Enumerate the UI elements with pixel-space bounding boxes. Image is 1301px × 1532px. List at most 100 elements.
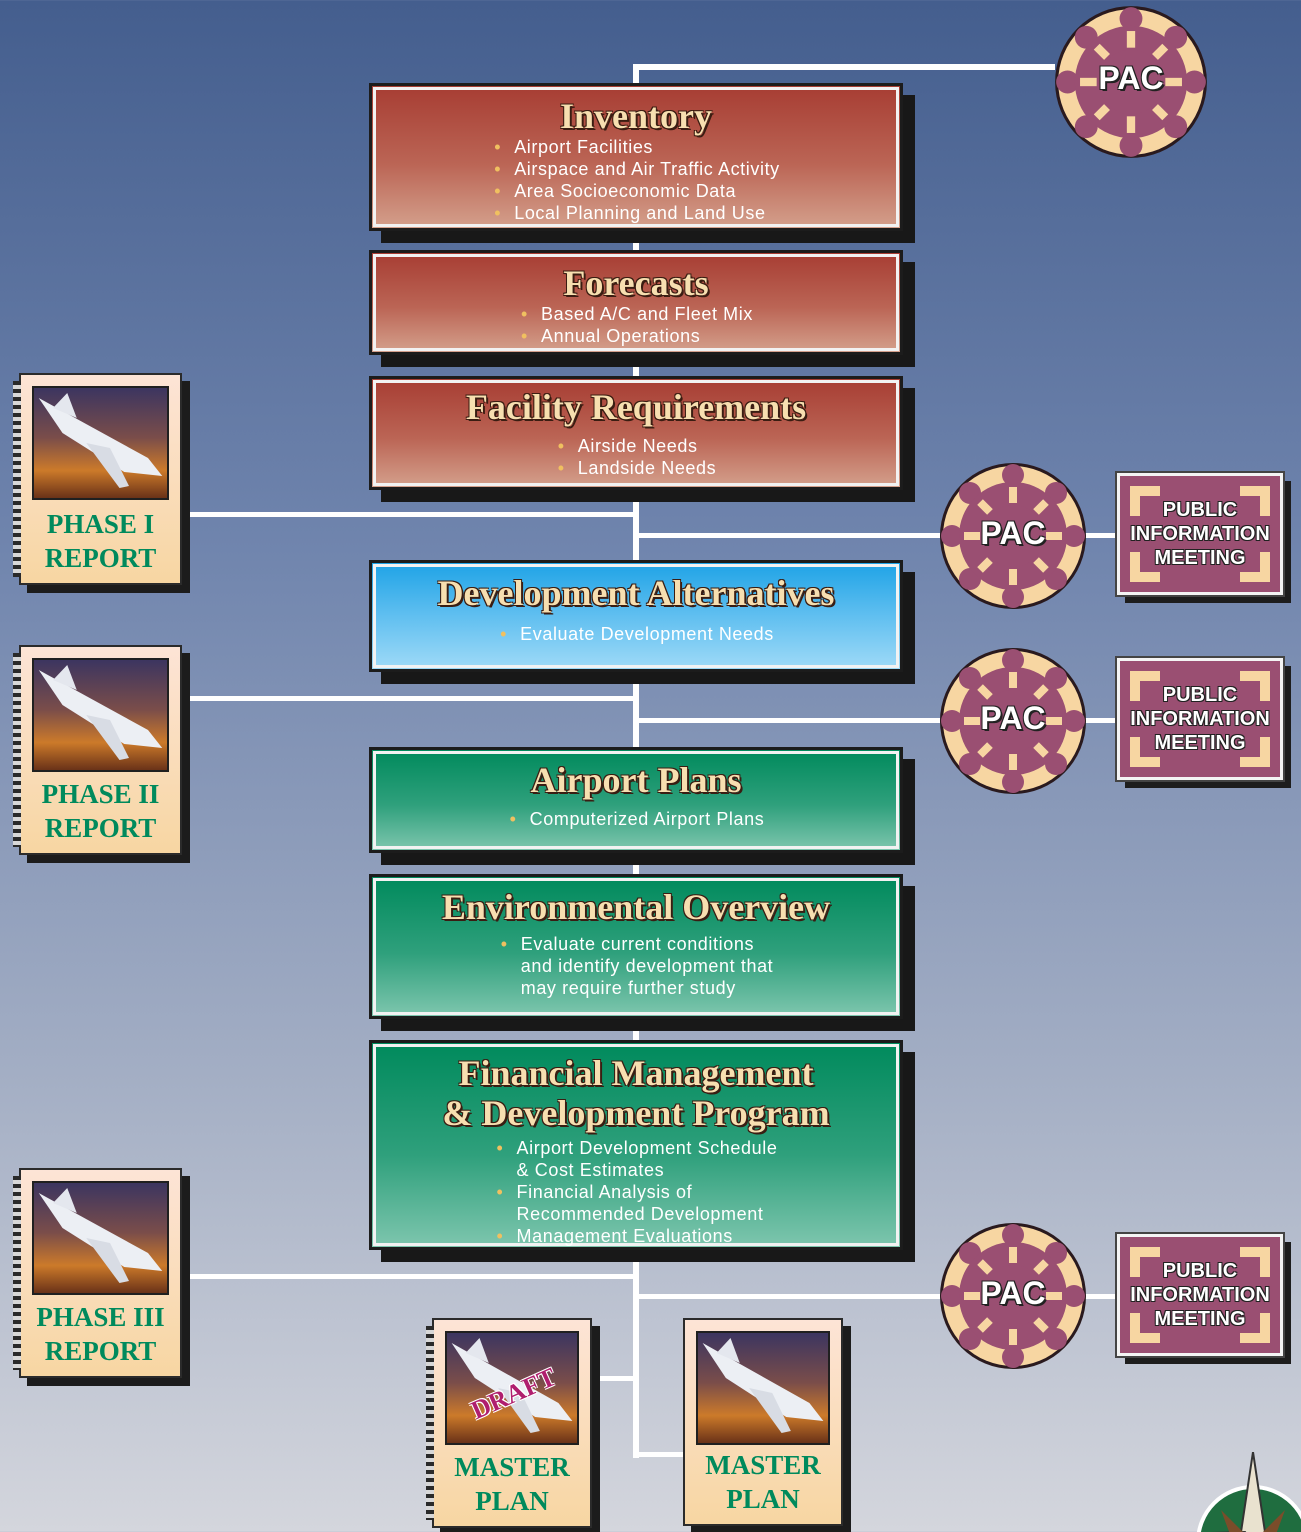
report-label-line1: MASTER: [705, 1450, 821, 1480]
report-label-line1: MASTER: [454, 1452, 570, 1482]
step-title: Forecasts: [563, 263, 709, 303]
report-label-line2: PLAN: [726, 1484, 800, 1514]
binder-spine: [13, 1176, 21, 1370]
bullet-list: Based A/C and Fleet Mix Annual Operation…: [519, 303, 753, 347]
meeting-label: PUBLIC INFORMATION MEETING: [1120, 498, 1280, 570]
pac-badge-phase2: PAC: [938, 646, 1088, 796]
list-item: Airport Development Schedule: [495, 1137, 778, 1159]
list-item: and identify development that: [520, 956, 774, 976]
pac-label: PAC: [980, 1275, 1046, 1311]
jet-icon: [38, 1188, 163, 1283]
report-label-line2: REPORT: [44, 1336, 157, 1366]
step-airport-plans: Airport Plans Computerized Airport Plans: [369, 747, 903, 853]
meeting-label-line1: PUBLIC: [1162, 684, 1238, 706]
bullet-list: Computerized Airport Plans: [508, 808, 765, 830]
report-label: MASTER PLAN: [434, 1450, 590, 1518]
draft-master-plan: DRAFT MASTER PLAN: [426, 1318, 592, 1528]
report-label-line2: REPORT: [44, 813, 157, 843]
phase1-report: PHASE I REPORT: [13, 373, 182, 585]
connector-pac2: [636, 533, 940, 538]
public-meeting-badge-3: PUBLIC INFORMATION MEETING: [1115, 1232, 1285, 1358]
connector-top-pac: [633, 64, 1055, 70]
step-title: Facility Requirements: [465, 387, 807, 427]
list-item: Area Socioeconomic Data: [492, 180, 780, 202]
connector-pac4: [636, 1294, 940, 1299]
pac-badge-phase3: PAC: [938, 1221, 1088, 1371]
meeting-label-line3: MEETING: [1154, 547, 1246, 569]
binder-spine: [13, 653, 21, 847]
report-label-line1: PHASE II: [41, 779, 160, 809]
list-item: Recommended Development: [516, 1204, 764, 1224]
connector-phase3: [188, 1274, 636, 1279]
step-title: Development Alternatives: [437, 573, 835, 613]
meeting-frame-icon: [1130, 1247, 1270, 1343]
compass-icon: [1196, 1452, 1301, 1532]
meeting-frame-icon: [1130, 486, 1270, 582]
report-label: PHASE I REPORT: [21, 507, 180, 575]
step-title: Financial Management: [458, 1053, 814, 1093]
list-item: Local Planning and Land Use: [492, 202, 780, 224]
list-item: Financial Analysis of: [495, 1181, 778, 1203]
step-facility-requirements: Facility Requirements Airside Needs Land…: [369, 376, 903, 490]
list-item: & Cost Estimates: [516, 1160, 665, 1180]
step-environmental-overview: Environmental Overview Evaluate current …: [369, 874, 903, 1019]
step-title: Inventory: [560, 96, 712, 136]
meeting-label-line2: INFORMATION: [1130, 523, 1270, 545]
pac-label: PAC: [980, 700, 1046, 736]
list-item: Computerized Airport Plans: [508, 808, 765, 830]
connector-pac2-pim: [1085, 533, 1120, 538]
list-item: Based A/C and Fleet Mix: [519, 303, 753, 325]
jet-icon: [702, 1338, 824, 1433]
step-title: Airport Plans: [530, 760, 742, 800]
pac-badge-phase1: PAC: [938, 461, 1088, 611]
report-label: MASTER PLAN: [685, 1448, 841, 1516]
report-label-line2: PLAN: [475, 1486, 549, 1516]
meeting-frame-icon: [1130, 671, 1270, 767]
meeting-label-line2: INFORMATION: [1130, 1284, 1270, 1306]
meeting-label: PUBLIC INFORMATION MEETING: [1120, 683, 1280, 755]
list-item: Airport Facilities: [492, 136, 780, 158]
step-title-line2: & Development Program: [442, 1093, 830, 1133]
connector-phase1: [188, 512, 636, 517]
list-item: Evaluate Development Needs: [498, 623, 774, 645]
pac-label: PAC: [980, 515, 1046, 551]
meeting-label-line3: MEETING: [1154, 1308, 1246, 1330]
list-item: Airspace and Air Traffic Activity: [492, 158, 780, 180]
list-item: Evaluate current conditions: [499, 933, 774, 955]
jet-photo: [32, 386, 169, 500]
binder-spine: [13, 381, 21, 577]
meeting-label: PUBLIC INFORMATION MEETING: [1120, 1259, 1280, 1331]
compass-logo: [1175, 1452, 1301, 1532]
step-forecasts: Forecasts Based A/C and Fleet Mix Annual…: [369, 250, 903, 355]
public-meeting-badge-2: PUBLIC INFORMATION MEETING: [1115, 656, 1285, 782]
list-item: Management Evaluations: [495, 1225, 778, 1247]
connector-phase2: [188, 696, 636, 701]
report-label: PHASE II REPORT: [21, 777, 180, 845]
bullet-list: Evaluate Development Needs: [498, 623, 774, 645]
pac-icon: [940, 648, 1086, 794]
step-development-alternatives: Development Alternatives Evaluate Develo…: [369, 560, 903, 672]
final-master-plan: MASTER PLAN: [683, 1318, 843, 1526]
bullet-list: Airside Needs Landside Needs: [556, 435, 717, 479]
step-financial-management: Financial Management & Development Progr…: [369, 1040, 903, 1250]
connector-draft-master: [594, 1376, 636, 1381]
pac-icon: [1055, 6, 1207, 158]
meeting-label-line1: PUBLIC: [1162, 1260, 1238, 1282]
meeting-label-line2: INFORMATION: [1130, 708, 1270, 730]
connector-pac3: [636, 718, 940, 723]
list-item: Annual Operations: [519, 325, 753, 347]
pac-icon: [940, 1223, 1086, 1369]
pac-label: PAC: [1098, 60, 1164, 96]
step-inventory: Inventory Airport Facilities Airspace an…: [369, 83, 903, 231]
bullet-list: Airport Facilities Airspace and Air Traf…: [492, 136, 780, 224]
jet-icon: [38, 665, 163, 760]
meeting-label-line3: MEETING: [1154, 732, 1246, 754]
jet-photo: DRAFT: [445, 1331, 579, 1445]
bullet-list: Evaluate current conditions and identify…: [499, 933, 774, 999]
report-label-line1: PHASE I: [46, 509, 155, 539]
list-item: Landside Needs: [556, 457, 717, 479]
phase2-report: PHASE II REPORT: [13, 645, 182, 855]
connector-final-master: [636, 1452, 686, 1457]
phase3-report: PHASE III REPORT: [13, 1168, 182, 1378]
jet-photo: [32, 658, 169, 772]
